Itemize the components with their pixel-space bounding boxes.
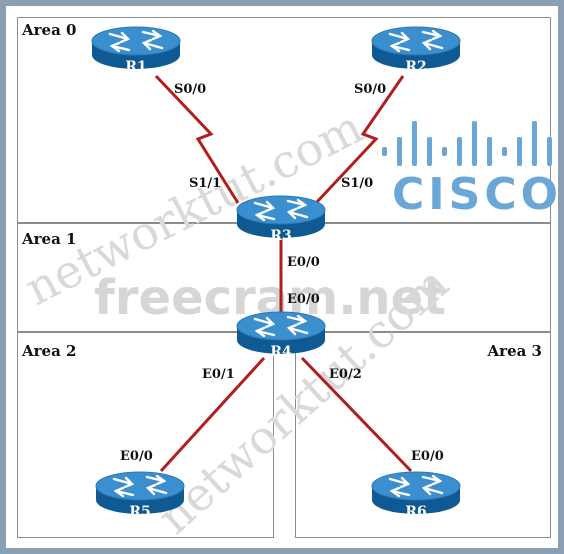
iface-r4-e02: E0/2 <box>329 367 362 382</box>
iface-r1-s00: S0/0 <box>174 82 206 97</box>
area-2-label: Area 2 <box>22 342 77 360</box>
router-r4-label: R4 <box>270 344 292 360</box>
iface-r3-s11: S1/1 <box>189 176 221 191</box>
router-r2[interactable]: R2 <box>370 25 462 75</box>
area-1-label: Area 1 <box>22 230 77 248</box>
link-r4-r5 <box>159 356 266 473</box>
iface-r6-e00: E0/0 <box>411 449 444 464</box>
router-r4[interactable]: R4 <box>235 310 327 360</box>
iface-r3-e00: E0/0 <box>287 255 320 270</box>
iface-r3-s10: S1/0 <box>341 176 373 191</box>
link-r1-r3 <box>154 74 240 204</box>
router-r6-label: R6 <box>405 504 426 520</box>
router-r1[interactable]: R1 <box>90 25 182 75</box>
cisco-logo: CISCO <box>382 121 558 220</box>
router-r3-label: R3 <box>270 228 291 244</box>
iface-r4-e00: E0/0 <box>287 292 320 307</box>
router-r1-label: R1 <box>125 59 146 75</box>
router-r5-label: R5 <box>129 504 150 520</box>
area-0-label: Area 0 <box>22 21 77 39</box>
diagram-frame: Area 0 Area 1 Area 2 Area 3 <box>6 6 558 548</box>
topology-svg: networktut.com freecram.net networktut.c… <box>16 25 558 544</box>
link-r2-r3 <box>314 75 405 205</box>
area-3-label: Area 3 <box>487 342 542 360</box>
router-r2-label: R2 <box>405 59 426 75</box>
iface-r5-e00: E0/0 <box>120 449 153 464</box>
router-r5[interactable]: R5 <box>94 470 186 520</box>
cisco-logo-text: CISCO <box>392 169 558 220</box>
iface-r4-e01: E0/1 <box>202 367 235 382</box>
router-r6[interactable]: R6 <box>370 470 462 520</box>
iface-r2-s00: S0/0 <box>354 82 386 97</box>
router-r3[interactable]: R3 <box>235 194 327 244</box>
link-r4-r6 <box>300 356 413 473</box>
